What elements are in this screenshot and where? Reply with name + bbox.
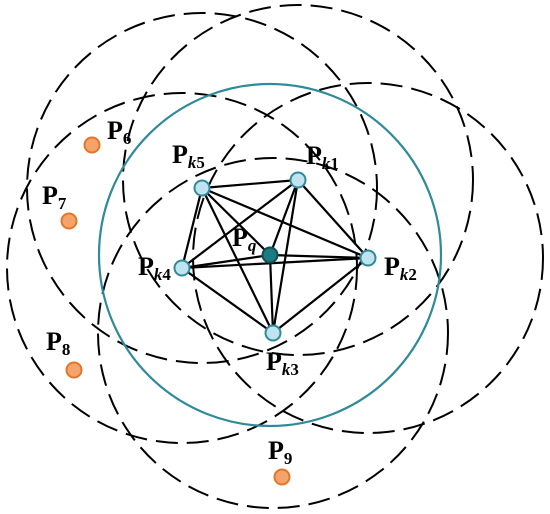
node-pk2 — [359, 249, 377, 267]
dashed-circle-pk1 — [122, 4, 474, 356]
label-pk4: Pk4 — [138, 252, 171, 284]
label-pq: Pq — [232, 223, 257, 255]
query-range-circle — [97, 82, 443, 428]
edge-pk4-pq — [181, 253, 271, 270]
label-p7: P7 — [42, 181, 67, 213]
node-pq — [261, 246, 279, 264]
dashed-circle-pk2 — [192, 82, 544, 434]
edge-pk1-pk2 — [297, 179, 369, 259]
neighbor-edges — [180, 178, 369, 334]
label-p6: P6 — [107, 116, 131, 148]
edge-pk4-pk5 — [180, 187, 204, 269]
dashed-circle-pk3 — [97, 157, 449, 509]
node-pk4 — [173, 259, 191, 277]
node-p9 — [273, 468, 291, 486]
neighbor-nodes — [173, 171, 377, 342]
edge-pk1-pk5 — [201, 178, 299, 190]
node-pk3 — [264, 324, 282, 342]
edge-pk5-pq — [201, 187, 271, 256]
label-p8: P8 — [46, 327, 70, 359]
label-pk1: Pk1 — [306, 141, 339, 173]
edge-pk2-pq — [269, 253, 369, 260]
outside-nodes — [60, 136, 291, 486]
edge-pk2-pk4 — [181, 256, 369, 270]
edge-pk3-pq — [268, 254, 275, 334]
node-pk5 — [193, 179, 211, 197]
node-p6 — [83, 136, 101, 154]
label-pk3: Pk3 — [266, 347, 299, 379]
node-p7 — [60, 212, 78, 230]
edge-pk2-pk3 — [272, 257, 369, 334]
node-pk1 — [289, 171, 307, 189]
dashed-circle-pk5 — [26, 12, 378, 364]
label-pk2: Pk2 — [384, 252, 417, 284]
node-p8 — [65, 361, 83, 379]
label-p9: P9 — [268, 436, 292, 468]
edge-pk3-pk4 — [181, 267, 274, 334]
edge-pk2-pk5 — [201, 186, 369, 260]
edge-pk1-pq — [268, 179, 300, 256]
label-pk5: Pk5 — [172, 140, 205, 172]
